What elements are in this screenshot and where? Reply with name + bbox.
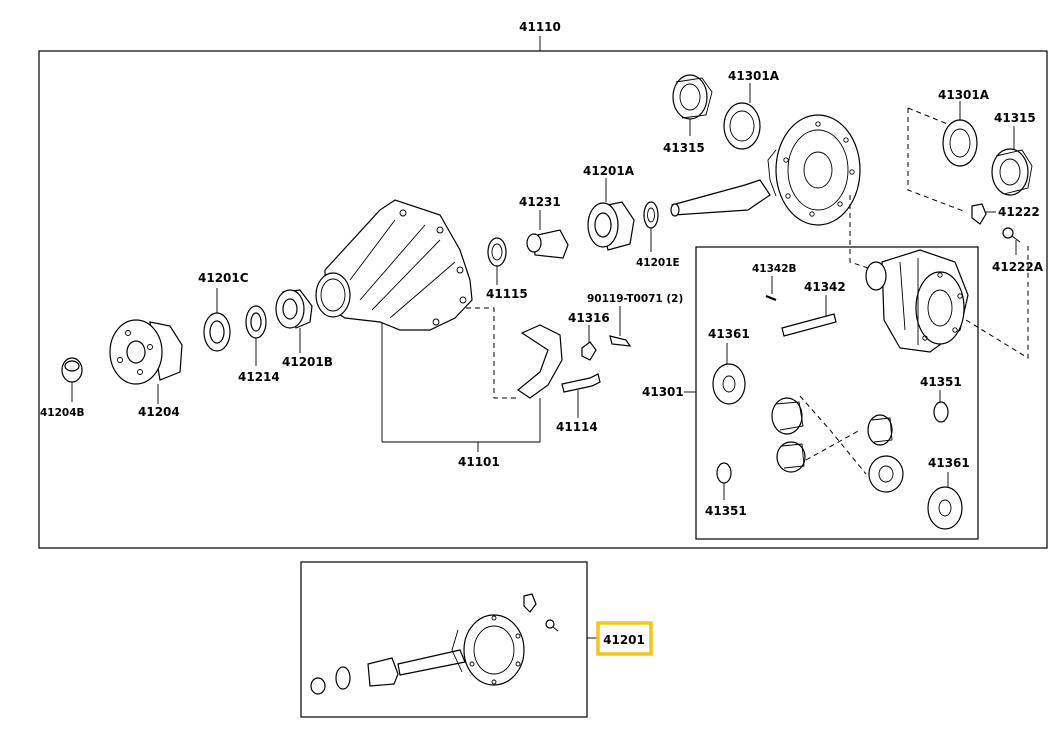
- bearing-41201b-drawing: [275, 289, 313, 353]
- part-label-41301[interactable]: 41301: [642, 385, 684, 399]
- main-assembly-frame: [38, 50, 1048, 549]
- washer-41351-right-drawing: [933, 390, 949, 423]
- bolt-90119-drawing: [609, 306, 632, 347]
- bearing-41315-right-drawing: [991, 126, 1033, 196]
- washer-41361-bottom-drawing: [927, 472, 963, 530]
- race-41301a-right-drawing: [942, 101, 978, 167]
- pinion-gear-right-drawing: [867, 414, 893, 446]
- dashed-guide: [965, 246, 1029, 359]
- dashed-guide: [799, 395, 867, 475]
- part-label-41222a[interactable]: 41222A: [992, 260, 1044, 274]
- part-label-41342b[interactable]: 41342B: [752, 263, 797, 275]
- dashed-guide: [849, 195, 869, 269]
- bolt-41114-drawing: [561, 373, 601, 418]
- part-label-41351-right[interactable]: 41351: [920, 375, 962, 389]
- part-label-41201[interactable]: 41201: [603, 633, 645, 647]
- part-label-41315-right[interactable]: 41315: [994, 111, 1036, 125]
- lock-plate-41316-drawing: [581, 325, 597, 361]
- dashed-guide: [907, 107, 951, 126]
- flange-41204-drawing: [109, 319, 183, 404]
- part-label-41361-bottom[interactable]: 41361: [928, 456, 970, 470]
- part-label-41315-top[interactable]: 41315: [663, 141, 705, 155]
- washer-41214-drawing: [245, 305, 267, 366]
- washer-41351-bottom-drawing: [716, 462, 732, 500]
- nut-41204b-drawing: [61, 357, 83, 402]
- carrier-housing-drawing: [315, 199, 473, 442]
- part-label-41351-bottom[interactable]: 41351: [705, 504, 747, 518]
- part-label-41101[interactable]: 41101: [458, 455, 500, 469]
- highlight-box-41201: [596, 621, 653, 656]
- differential-case-drawing: [865, 249, 969, 353]
- seal-41115-drawing: [487, 237, 507, 285]
- bearing-cap-drawing: [516, 324, 563, 442]
- spacer-41231-drawing: [526, 210, 569, 259]
- differential-case-frame: [695, 246, 979, 540]
- pinion-kit-drawing: [310, 593, 559, 695]
- washer-41361-top-drawing: [712, 343, 746, 405]
- pinion-gear-left-drawing: [771, 397, 804, 435]
- part-label-41115[interactable]: 41115: [486, 287, 528, 301]
- pinion-gear-frame: [300, 561, 588, 718]
- bearing-41315-top-drawing: [672, 74, 713, 136]
- ring-pinion-gear-drawing: [670, 114, 861, 226]
- dashed-guide: [805, 429, 861, 461]
- side-gear-bottom-left-drawing: [776, 441, 806, 473]
- race-41301a-top-drawing: [723, 83, 761, 150]
- part-label-41361-top[interactable]: 41361: [708, 327, 750, 341]
- pin-41342b-drawing: [765, 276, 777, 302]
- part-label-41201b[interactable]: 41201B: [282, 355, 333, 369]
- dashed-guide: [466, 307, 520, 399]
- dashed-guide: [907, 108, 967, 213]
- lock-41222-drawing: [971, 203, 996, 225]
- part-label-41342[interactable]: 41342: [804, 280, 846, 294]
- part-label-41114[interactable]: 41114: [556, 420, 598, 434]
- part-label-41201e[interactable]: 41201E: [636, 257, 680, 269]
- side-gear-bottom-right-drawing: [868, 455, 904, 493]
- part-label-41316[interactable]: 41316: [568, 311, 610, 325]
- bearing-41201a-drawing: [587, 178, 635, 251]
- part-label-41214[interactable]: 41214: [238, 370, 280, 384]
- part-label-41204[interactable]: 41204: [138, 405, 180, 419]
- washer-41201e-drawing: [643, 201, 659, 252]
- seal-41201c-drawing: [203, 288, 231, 352]
- part-label-41201a[interactable]: 41201A: [583, 164, 635, 178]
- part-label-41201c[interactable]: 41201C: [198, 271, 249, 285]
- part-label-41231[interactable]: 41231: [519, 195, 561, 209]
- part-label-41204b[interactable]: 41204B: [40, 407, 85, 419]
- part-label-41301a-right[interactable]: 41301A: [938, 88, 990, 102]
- shaft-41342-drawing: [781, 295, 837, 337]
- part-label-90119[interactable]: 90119-T0071 (2): [587, 293, 683, 305]
- bolt-41222a-drawing: [1002, 227, 1021, 255]
- part-label-41301a-top[interactable]: 41301A: [728, 69, 780, 83]
- part-label-41110[interactable]: 41110: [519, 20, 561, 34]
- part-label-41222[interactable]: 41222: [998, 205, 1040, 219]
